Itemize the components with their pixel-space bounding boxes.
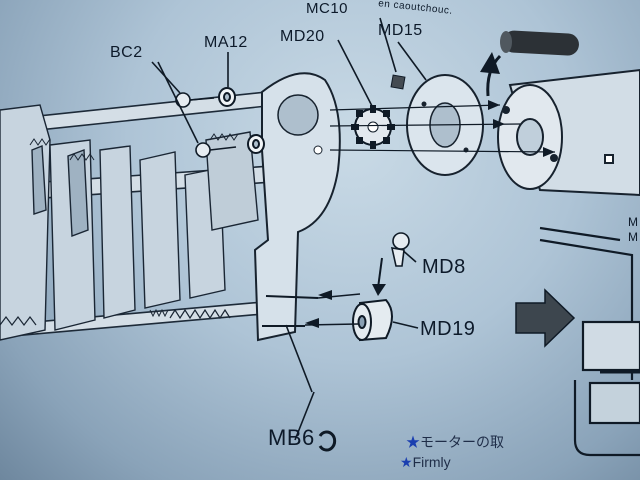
label-ma12: MA12 [204, 34, 248, 51]
spring [0, 308, 231, 326]
edge-letter-2: M [628, 230, 639, 244]
star-icon: ★ [400, 454, 413, 470]
edge-letter-1: M [628, 215, 639, 229]
detail-bracket [539, 226, 640, 457]
push-arrow [515, 288, 576, 348]
label-bc2: BC2 [110, 44, 143, 61]
leader-lines [151, 17, 427, 441]
washers [218, 87, 265, 154]
md8-arrow [377, 257, 383, 289]
label-mb6: MB6 [268, 425, 315, 450]
screw-md8 [390, 232, 410, 267]
label-md15: MD15 [378, 22, 423, 39]
gear-teeth [29, 133, 239, 318]
motor [497, 68, 640, 197]
mount-hole [277, 94, 319, 136]
gear-stack [0, 104, 259, 341]
label-md8: MD8 [422, 256, 466, 278]
label-md19: MD19 [420, 318, 476, 340]
star-icon: ★ [406, 434, 420, 450]
pinion-gear [351, 105, 395, 149]
label-mc10: MC10 [306, 0, 349, 17]
set-screw [390, 74, 406, 90]
assembly-axes [329, 104, 556, 153]
note-en: ★Firmly [400, 454, 451, 470]
rubber-cap [500, 30, 579, 56]
motor-mount-plate [253, 72, 341, 342]
label-md20: MD20 [280, 28, 325, 45]
note-jp: ★モーターの取 [406, 434, 504, 450]
e-clip [318, 430, 337, 452]
mount-hole-small [313, 145, 323, 155]
collar-md19 [352, 298, 393, 342]
